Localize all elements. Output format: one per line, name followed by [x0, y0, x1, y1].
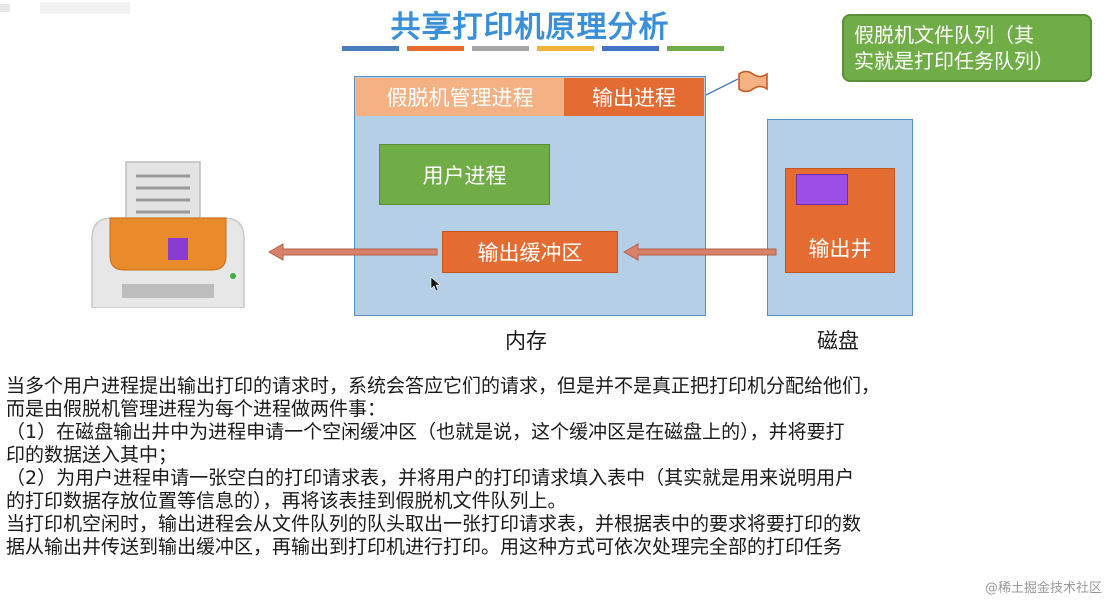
spool-queue-callout: 假脱机文件队列（其 实就是打印任务队列）: [842, 14, 1092, 82]
mouse-cursor-icon: [430, 276, 442, 296]
output-buffer-box: 输出缓冲区: [442, 231, 618, 273]
title-bar: [342, 46, 399, 51]
callout-line-2: 实就是打印任务队列）: [854, 49, 1054, 73]
arrow-buffer-to-printer: [267, 243, 438, 261]
memory-caption: 内存: [505, 329, 547, 353]
callout-line-1: 假脱机文件队列（其: [854, 23, 1034, 47]
title-bar: [602, 46, 659, 51]
output-process-box: 输出进程: [564, 78, 704, 116]
paragraph-line: （2）为用户进程申请一张空白的打印请求表，并将用户的打印请求填入表中（其实就是用…: [6, 467, 855, 489]
title-bar: [667, 46, 724, 51]
output-well-label: 输出井: [808, 237, 872, 261]
paragraph-line: 当多个用户进程提出输出打印的请求时，系统会答应它们的请求，但是并不是真正把打印机…: [6, 375, 881, 397]
paragraph-line: 而是由假脱机管理进程为每个进程做两件事：: [6, 398, 387, 420]
print-data-block: [796, 174, 848, 205]
spool-process-box: 假脱机管理进程: [356, 78, 564, 116]
paragraph-line: （1）在磁盘输出井中为进程申请一个空闲缓冲区（也就是说，这个缓冲区是在磁盘上的）…: [6, 421, 845, 443]
disk-caption: 磁盘: [817, 329, 859, 353]
paragraph-line: 印的数据送入其中；: [6, 444, 178, 466]
title-bar: [472, 46, 529, 51]
title-bar: [537, 46, 594, 51]
page-title: 共享打印机原理分析: [390, 10, 670, 45]
queue-flag-icon: [737, 69, 771, 99]
printer-icon: [88, 158, 248, 312]
paragraph-line: 当打印机空闲时，输出进程会从文件队列的队头取出一张打印请求表，并根据表中的要求将…: [6, 513, 862, 535]
corner-logo: [0, 0, 140, 19]
paragraph-line: 的打印数据存放位置等信息的），再将该表挂到假脱机文件队列上。: [6, 490, 567, 512]
watermark: @稀土掘金技术社区: [984, 581, 1102, 596]
title-bar: [407, 46, 464, 51]
queue-connector: [705, 78, 739, 96]
title-color-bars: [342, 46, 724, 52]
arrow-well-to-buffer: [622, 243, 777, 261]
user-process-box: 用户进程: [379, 144, 550, 205]
explanation-text: 当多个用户进程提出输出打印的请求时，系统会答应它们的请求，但是并不是真正把打印机…: [6, 375, 1106, 559]
paragraph-line: 据从输出井传送到输出缓冲区，再输出到打印机进行打印。用这种方式可依次处理完全部的…: [6, 536, 843, 558]
